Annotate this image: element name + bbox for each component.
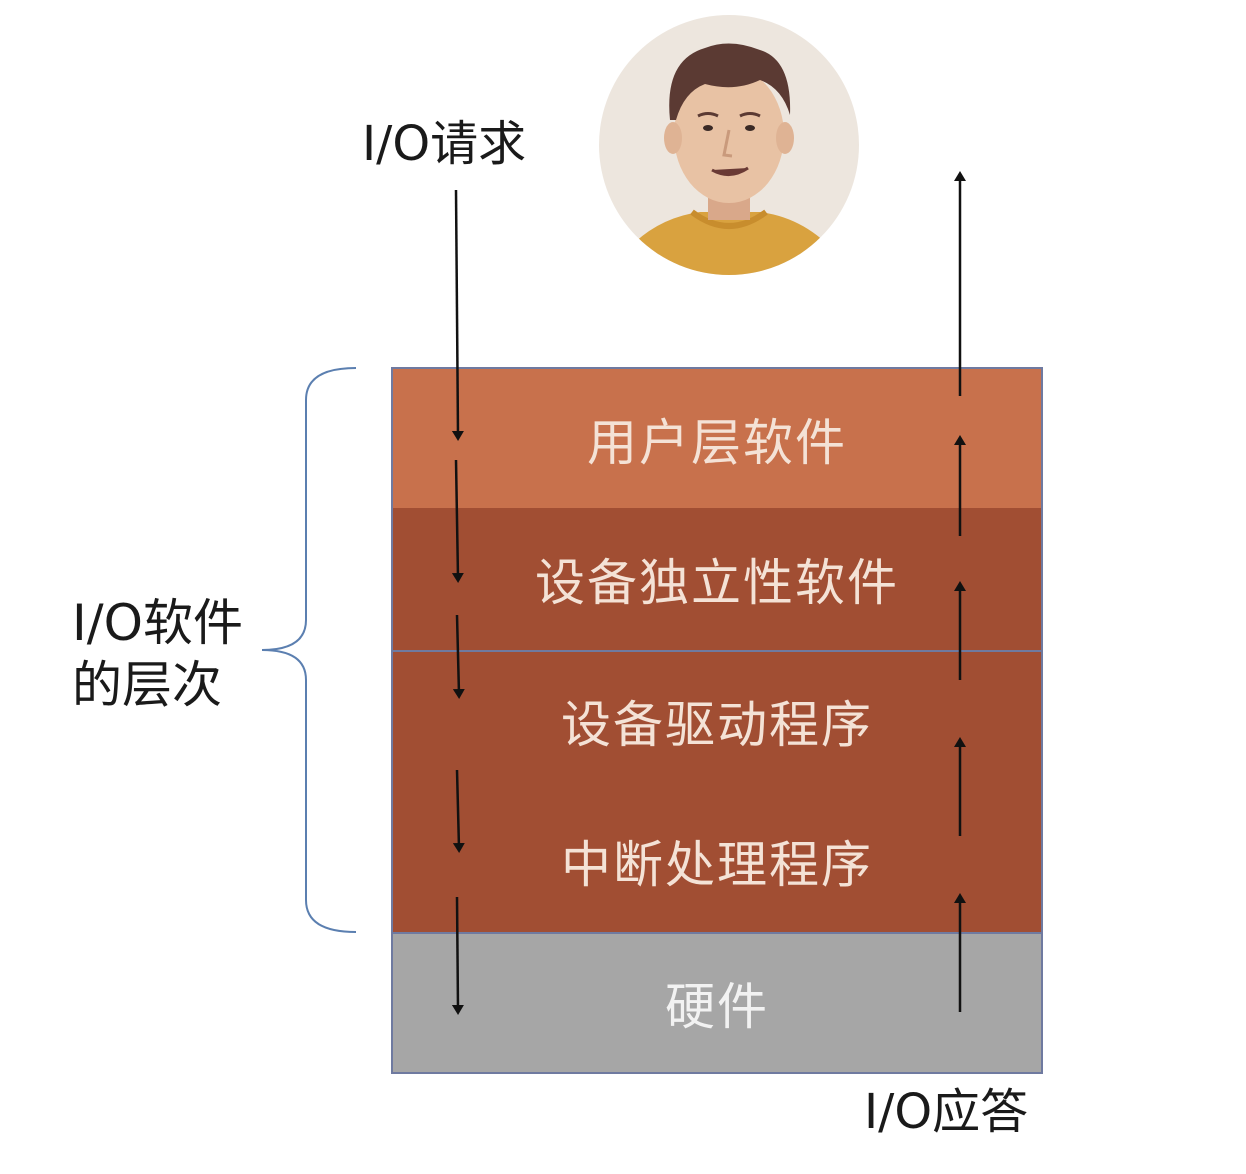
io-software-levels-label: I/O软件的层次 [72,594,243,714]
layer-label: 设备独立性软件 [535,554,899,612]
layer-hardware: 硬件 [391,932,1043,1074]
layer-device-driver: 设备驱动程序 [391,650,1043,790]
io-response-label: I/O应答 [864,1084,1029,1140]
layer-label: 用户层软件 [587,413,847,472]
layer-user-software: 用户层软件 [391,367,1043,508]
layer-interrupt-handler: 中断处理程序 [391,790,1043,932]
brace-icon [261,367,357,933]
layer-label: 硬件 [665,978,769,1036]
layer-label: 中断处理程序 [561,836,873,894]
layer-label: 设备驱动程序 [561,696,873,754]
layer-device-independent-software: 设备独立性软件 [391,508,1043,650]
io-request-label: I/O请求 [362,116,527,172]
